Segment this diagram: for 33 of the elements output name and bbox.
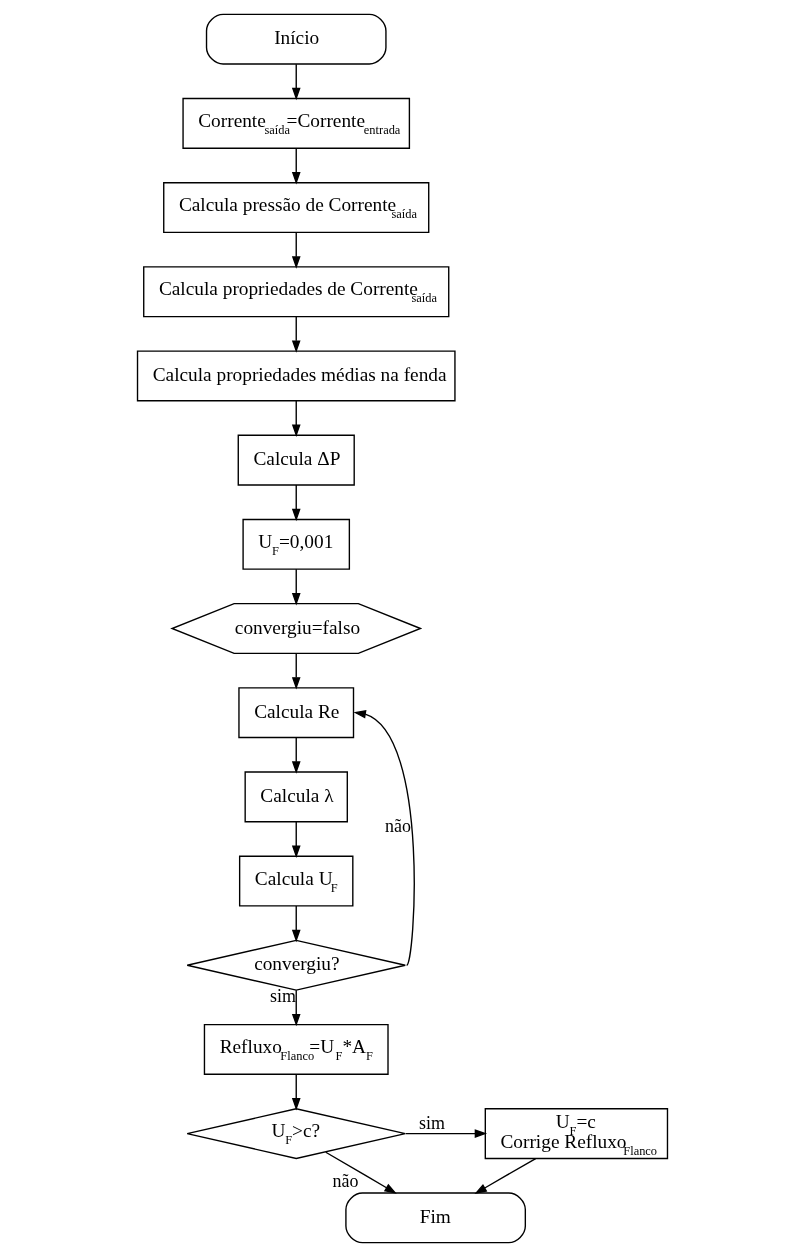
node-box: Fim [345, 1192, 527, 1244]
arrow [291, 484, 301, 522]
arrow [291, 736, 301, 774]
arrow [291, 989, 301, 1027]
node-box: U$_{F}$=c Corrige Refluxo$_{Flanco}$ [484, 1108, 669, 1160]
arrow [291, 652, 301, 690]
edge-label: não [332, 1170, 359, 1191]
arrow [291, 905, 301, 943]
arrow [405, 1129, 488, 1138]
arrow [291, 63, 301, 101]
arrow [291, 568, 301, 606]
arrow [291, 231, 301, 269]
arrow [291, 316, 301, 353]
node-box: Calcula λ [244, 771, 348, 823]
node-box: Calcula ΔP [237, 434, 355, 486]
arrow [291, 147, 301, 185]
node-box: Corrente$_{saída}$=Corrente$_{entrada}$ [182, 97, 411, 149]
node-box: Calcula Re [238, 687, 355, 739]
node-box: Calcula U$_{F}$ [238, 855, 354, 907]
node-box: Calcula propriedades médias na fenda [136, 350, 456, 402]
node-box: Calcula pressão de Corrente$_{saída}$ [163, 182, 430, 234]
arrow [291, 1073, 301, 1111]
node-box: Refluxo$_{Flanco}$=U$_{F}$*A$_{F}$ [203, 1023, 389, 1075]
arrow [325, 1151, 397, 1194]
node-box: U$_{F}$=0,001 [242, 518, 351, 570]
node-diamond: U$_{F}$>c? [186, 1108, 406, 1160]
arrow [291, 400, 301, 438]
edge-label: sim [419, 1112, 445, 1133]
arrow [474, 1157, 537, 1194]
arrow [291, 821, 301, 858]
edge-label: não [385, 815, 411, 836]
arrow [353, 709, 415, 966]
node-box: Início [205, 13, 387, 65]
